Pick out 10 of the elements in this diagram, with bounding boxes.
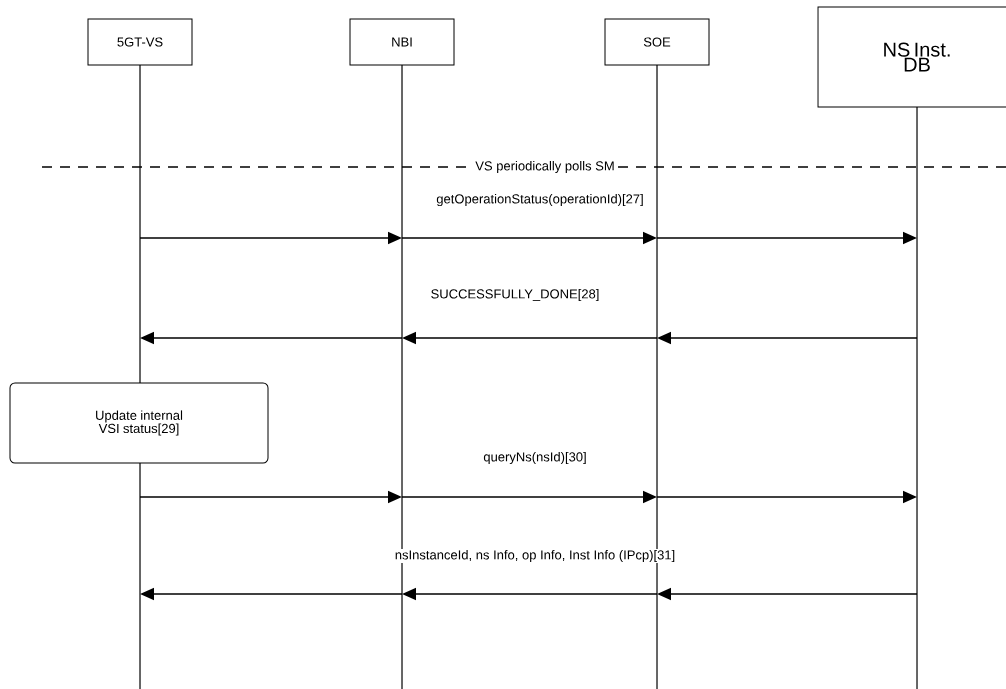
message-label: nsInstanceId, ns Info, op Info, Inst Info (IPcp)[31]	[392, 548, 678, 564]
message-label: VS periodically polls SM	[473, 159, 617, 175]
message-label: SUCCESSFULLY_DONE[28]	[428, 287, 602, 303]
lifeline-header-box: 5GT-VS	[87, 18, 193, 66]
message-label: getOperationStatus(operationId)[27]	[434, 192, 646, 208]
lifeline-header-box: NBI	[349, 18, 455, 66]
activity-box: Update internal VSI status[29]	[9, 382, 269, 464]
lifeline-header-box: NS Inst. DB	[817, 6, 1006, 108]
message-label: queryNs(nsId)[30]	[481, 450, 589, 466]
lifeline-header-box: SOE	[604, 18, 710, 66]
